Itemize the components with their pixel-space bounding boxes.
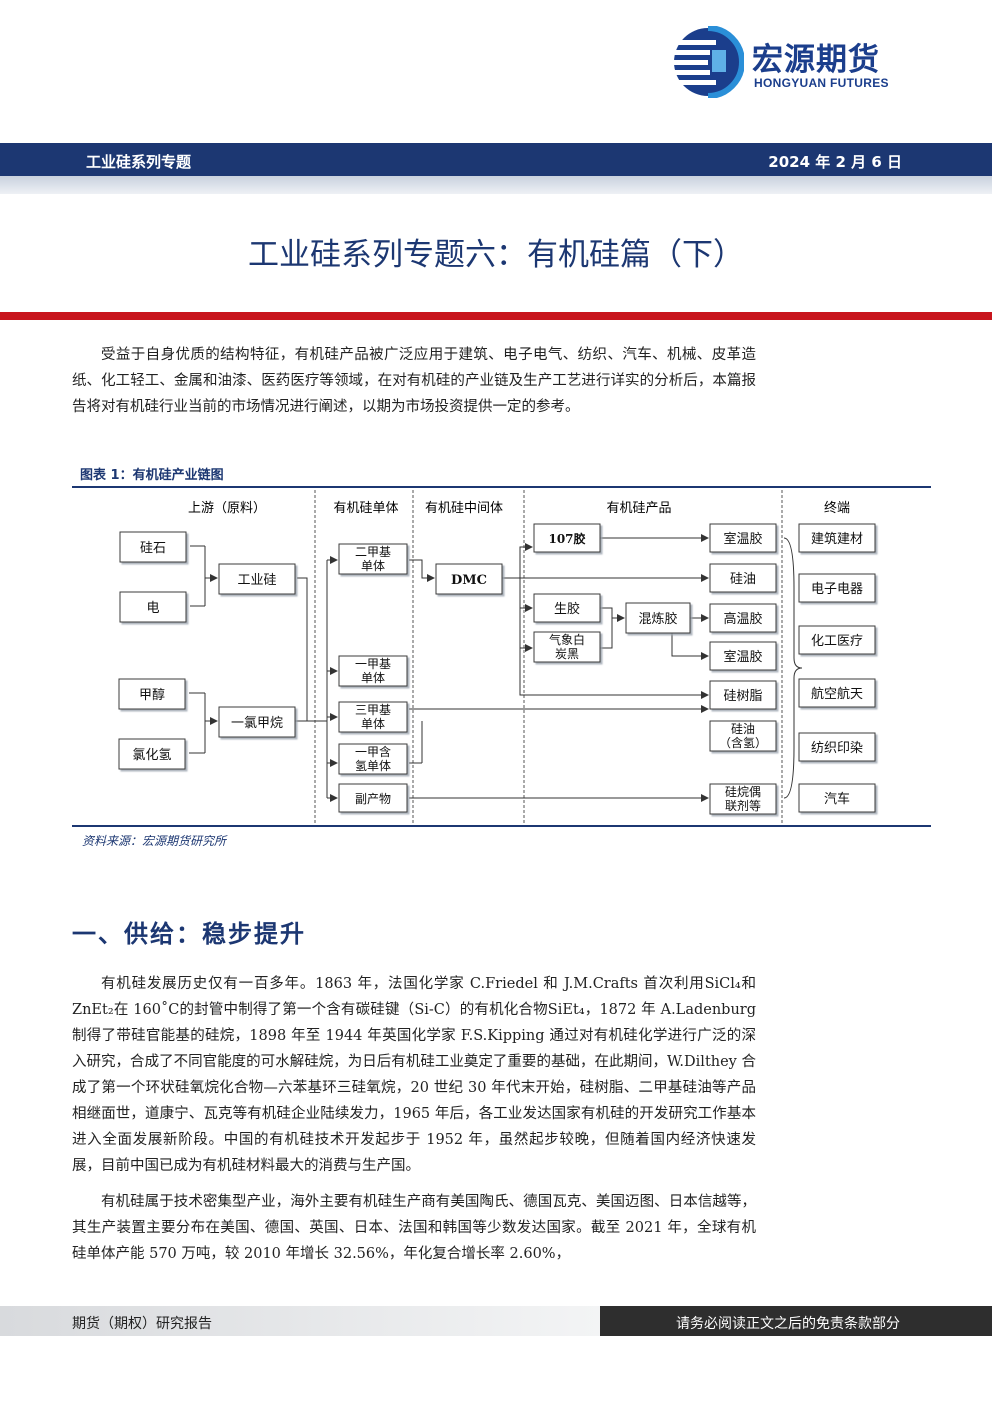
node-industrial-si: 工业硅 (237, 573, 276, 588)
node-hydro-oil-l1: 硅油 (731, 722, 755, 736)
node-terminal-building: 建筑建材 (811, 531, 863, 547)
logo-emblem-icon (674, 26, 744, 98)
node-monomethyl-l1: 一甲基 (355, 657, 391, 671)
connector-lines (189, 534, 803, 802)
node-coupling-l1: 硅烷偶 (725, 785, 761, 799)
node-mhydro-l1: 一甲含 (355, 744, 391, 759)
node-fumed-silica-l2: 炭黑 (555, 647, 579, 661)
node-terminal-electronics: 电子电器 (811, 582, 863, 597)
node-boxes (118, 523, 876, 815)
report-series: 工业硅系列专题 (86, 153, 192, 171)
node-byproduct: 副产物 (355, 792, 391, 806)
node-dimethyl-l2: 单体 (361, 559, 385, 573)
node-terminal-textile: 纺织印染 (811, 741, 863, 756)
section-paragraph-2: 有机硅属于技术密集型产业，海外主要有机硅生产商有美国陶氏、德国瓦克、美国迈图、日… (72, 1194, 756, 1262)
node-silicone-oil: 硅油 (730, 572, 756, 587)
company-logo: 宏源期货 HONGYUAN FUTURES (672, 26, 922, 100)
section-heading: 一、供给：稳步提升 (72, 920, 306, 948)
node-silica: 硅石 (140, 541, 166, 556)
node-glue107: 107胶 (548, 531, 585, 546)
node-rtv1: 室温胶 (723, 531, 762, 547)
node-terminal-auto: 汽车 (824, 791, 850, 807)
figure-caption: 图表 1：有机硅产业链图 (80, 468, 224, 483)
node-chloromethane: 一氯甲烷 (231, 716, 283, 731)
node-hcl: 氯化氢 (132, 748, 171, 763)
col-intermediate: 有机硅中间体 (425, 501, 503, 516)
node-fumed-silica-l1: 气象白 (549, 632, 585, 647)
col-upstream: 上游（原料） (188, 501, 266, 516)
header-band (0, 143, 992, 176)
node-htv: 高温胶 (723, 611, 762, 627)
figure-bottom-rule (72, 825, 931, 827)
section-paragraph-1: 有机硅发展历史仅有一百多年。1863 年，法国化学家 C.Friedel 和 J… (72, 976, 756, 1174)
node-methanol: 甲醇 (139, 687, 165, 703)
node-hydro-oil-l2: （含氢） (719, 735, 767, 750)
header-band-shade (0, 176, 992, 194)
node-terminal-aero: 航空航天 (811, 686, 863, 702)
node-mhydro-l2: 氢单体 (355, 758, 391, 773)
node-resin: 硅树脂 (723, 689, 762, 704)
node-mixed-rubber: 混炼胶 (638, 611, 677, 627)
node-terminal-chem-med: 化工医疗 (811, 634, 863, 649)
node-dmc: DMC (451, 573, 487, 588)
logo-name-cn: 宏源期货 (752, 42, 880, 78)
node-trimethyl-l2: 单体 (361, 717, 385, 731)
section-body: 有机硅发展历史仅有一百多年。1863 年，法国化学家 C.Friedel 和 J… (72, 971, 756, 1267)
col-monomer: 有机硅单体 (333, 501, 398, 516)
footer-disclaimer: 请务必阅读正文之后的免责条款部分 (676, 1316, 900, 1332)
industry-chain-diagram: 上游（原料） 有机硅单体 有机硅中间体 有机硅产品 终端 (118, 490, 876, 823)
figure-source: 资料来源：宏源期货研究所 (82, 834, 227, 848)
intro-text: 受益于自身优质的结构特征，有机硅产品被广泛应用于建筑、电子电气、纺织、汽车、机械… (72, 347, 756, 415)
node-trimethyl-l1: 三甲基 (355, 703, 391, 717)
node-monomethyl-l2: 单体 (361, 671, 385, 685)
node-rtv2: 室温胶 (723, 649, 762, 665)
node-power: 电 (146, 601, 159, 616)
node-dimethyl-l1: 二甲基 (355, 545, 391, 559)
title-divider (0, 312, 992, 320)
report-date: 2024 年 2 月 6 日 (768, 153, 902, 171)
footer-band-left (0, 1306, 600, 1336)
figure-top-rule (72, 486, 931, 488)
column-separators (314, 490, 783, 823)
node-coupling-l2: 联剂等 (725, 798, 761, 813)
logo-name-en: HONGYUAN FUTURES (754, 76, 889, 90)
page-title: 工业硅系列专题六：有机硅篇（下） (248, 237, 744, 273)
col-products: 有机硅产品 (606, 501, 671, 516)
col-terminal: 终端 (824, 500, 850, 516)
node-raw-rubber: 生胶 (554, 601, 580, 617)
intro-paragraph: 受益于自身优质的结构特征，有机硅产品被广泛应用于建筑、电子电气、纺织、汽车、机械… (72, 342, 756, 420)
footer-report-type: 期货（期权）研究报告 (72, 1316, 212, 1332)
